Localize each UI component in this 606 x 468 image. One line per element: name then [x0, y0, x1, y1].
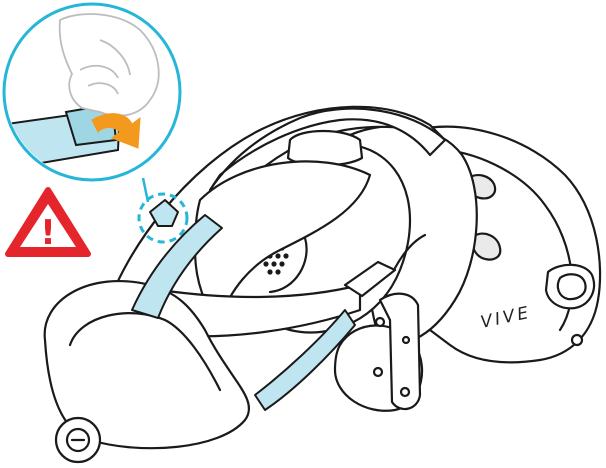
- hinge-screw-top: [376, 318, 384, 326]
- warning-triangle-icon: !: [8, 190, 88, 254]
- callout-leader: [143, 178, 148, 202]
- warning-exclamation: !: [40, 213, 56, 253]
- visor-screw: [572, 335, 582, 345]
- headphone-dot: [374, 368, 382, 376]
- strap-adjust-pad: [288, 131, 362, 166]
- hinge-screw-mid: [403, 337, 409, 343]
- hinge-screw-bottom: [401, 388, 409, 396]
- visor-button: [558, 274, 586, 299]
